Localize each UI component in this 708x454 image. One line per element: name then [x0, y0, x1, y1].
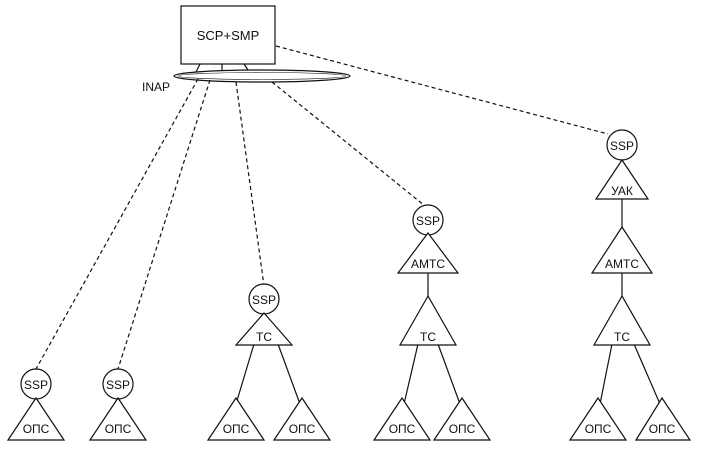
ops-label: ОПС [105, 422, 132, 436]
ops-label: ОПС [23, 422, 50, 436]
ops-node [634, 396, 692, 441]
ops-label: ОПС [289, 422, 316, 436]
column-2: SSP ОПС [88, 368, 148, 441]
link-tc3-ops-right [277, 343, 301, 405]
column-4: SSP АМТС ТС ОПС ОПС [372, 204, 492, 441]
tc-node [398, 294, 458, 346]
ssp-label: SSP [106, 378, 130, 392]
column-3: SSP ТС ОПС ОПС [206, 283, 332, 441]
ops-node [372, 396, 432, 441]
inap-link-ssp-2 [117, 79, 211, 370]
amtc-node [590, 225, 654, 274]
scp-ring-link-1 [195, 63, 201, 73]
tc-label: ТС [256, 330, 272, 344]
scp-smp-node: SCP+SMP [180, 5, 276, 73]
tc-label: ТС [614, 330, 630, 344]
ops-label: ОПС [585, 422, 612, 436]
scp-smp-box [180, 5, 276, 65]
ops-node [432, 396, 492, 441]
column-5: SSP УАК АМТС ТС ОПС ОПС [568, 129, 692, 441]
connection-lines [35, 45, 661, 405]
link-tc5-ops-right [633, 343, 661, 405]
inap-ring-inner [177, 72, 347, 80]
inap-link-ssp-1 [35, 78, 199, 370]
ops-label: ОПС [449, 422, 476, 436]
ops-node [568, 396, 628, 441]
tc-node [234, 312, 294, 346]
inap-link-ssp-5 [275, 45, 609, 135]
ops-label: ОПС [389, 422, 416, 436]
column-1: SSP ОПС [6, 368, 66, 441]
amtc-label: АМТС [411, 257, 445, 271]
inap-label: INAP [142, 80, 170, 94]
ops-node [88, 396, 148, 441]
inap-ring [173, 69, 351, 83]
ops-node [6, 396, 66, 441]
amtc-label: АМТС [605, 257, 639, 271]
ops-label: ОПС [223, 422, 250, 436]
amtc-node [396, 232, 460, 274]
link-tc3-ops-left [235, 343, 255, 405]
ops-label: ОПС [649, 422, 676, 436]
ssp-label: SSP [24, 378, 48, 392]
tc-node [592, 294, 652, 346]
ssp-label: SSP [610, 139, 634, 153]
ops-node [206, 396, 266, 441]
link-tc4-ops-right [437, 343, 461, 405]
tc-label: ТС [420, 330, 436, 344]
link-tc4-ops-left [403, 343, 419, 405]
ssp-label: SSP [416, 214, 440, 228]
yak-node [594, 158, 650, 200]
ssp-label: SSP [252, 293, 276, 307]
ops-node [272, 396, 332, 441]
inap-link-ssp-3 [235, 81, 265, 287]
scp-ring-link-3 [243, 63, 249, 71]
yak-label: УАК [611, 184, 633, 198]
scp-smp-label: SCP+SMP [197, 28, 260, 43]
inap-link-ssp-4 [271, 81, 426, 207]
link-tc5-ops-left [599, 343, 613, 405]
